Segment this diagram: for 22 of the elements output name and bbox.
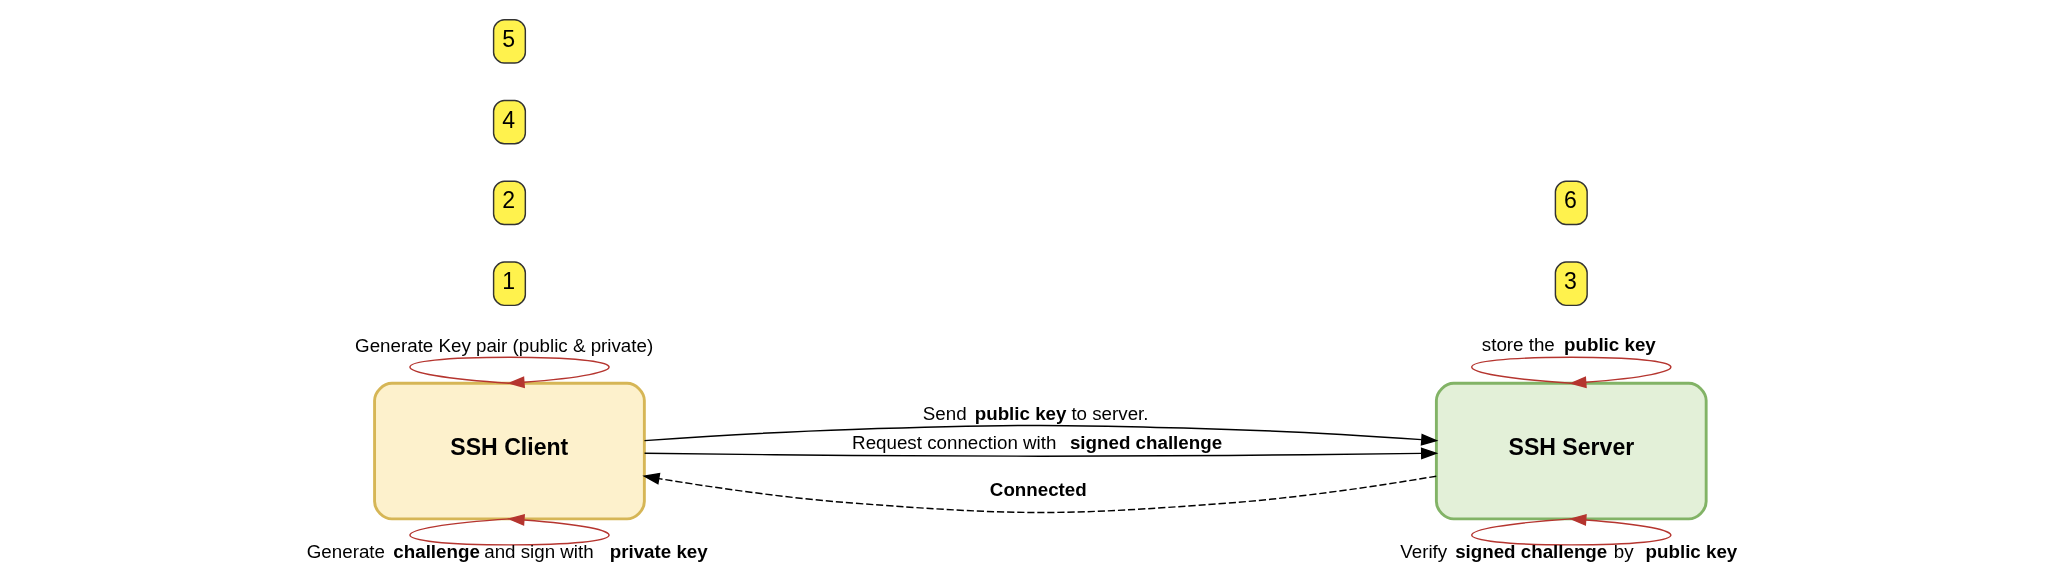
label: 2 — [501, 187, 515, 214]
edge-label: Generate challenge and sign with private key — [306, 541, 708, 563]
label: 6 — [1563, 187, 1577, 214]
arrow — [641, 472, 1437, 514]
edge-label: Request connection with signed challenge — [851, 431, 1222, 453]
label: 4 — [501, 106, 515, 133]
arrow — [408, 356, 610, 389]
label: 1 — [501, 268, 515, 295]
arrow — [643, 424, 1438, 446]
arrow — [1470, 356, 1671, 389]
arrow — [643, 447, 1438, 460]
label: 5 — [501, 25, 515, 52]
node-box: SSH Server — [1434, 381, 1708, 521]
node-box: SSH Client — [372, 381, 646, 521]
edge-label: Send public key to server. — [922, 402, 1149, 424]
arrow — [408, 513, 610, 546]
edge-label: Verify signed challenge by public key — [1399, 541, 1737, 563]
edge-label: Generate Key pair (public & private) — [354, 335, 653, 357]
edge-label: Connected — [989, 479, 1087, 501]
arrow — [1470, 513, 1671, 546]
label: 3 — [1563, 268, 1577, 295]
edge-label: store the public key — [1481, 333, 1656, 355]
